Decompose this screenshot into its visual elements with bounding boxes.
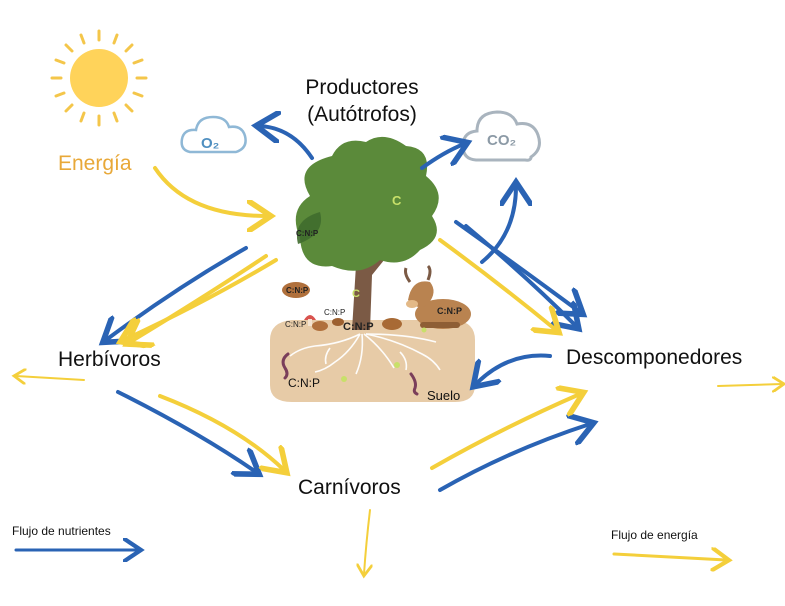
worm-icon [281, 352, 419, 396]
mushroom-icon [304, 315, 316, 326]
energy-label: Energía [58, 152, 132, 175]
co2-cloud-icon: CO₂ [461, 110, 541, 162]
nutrient-flow-arrows [14, 126, 590, 550]
legend-energy-flow: Flujo de energía [611, 528, 698, 542]
cnp-leaf-mark: C:N:P [296, 229, 319, 238]
soil-block [270, 320, 475, 402]
leaf-icon [296, 212, 322, 244]
carbon-trunk-mark: C [352, 288, 360, 300]
decomposers-label: Descomponedores [566, 346, 743, 369]
legend-nutrient-flow: Flujo de nutrientes [12, 524, 111, 538]
o2-label: O₂ [201, 135, 219, 152]
sun-icon [50, 29, 148, 127]
energy-flow-arrows [16, 166, 782, 574]
cnp-mushroom-mark: C:N:P [285, 320, 307, 329]
cnp-small-mark: C:N:P [324, 308, 346, 317]
cnp-tree-base-mark: C:N:P [343, 321, 374, 333]
co2-label: CO₂ [487, 132, 516, 149]
soil-carbon-marks [341, 327, 427, 382]
producers-title: Productores [305, 76, 419, 99]
cnp-soil-mark: C:N:P [288, 376, 321, 390]
soil-label: Suelo [427, 388, 461, 403]
cow-icon [404, 264, 471, 329]
roots [289, 333, 441, 375]
producers-label: Productores (Autótrofos) [300, 74, 424, 128]
carbon-tree-mark: C [392, 193, 402, 208]
tree-canopy [295, 136, 439, 271]
o2-cloud-icon: O₂ [180, 115, 247, 154]
producers-subtitle: (Autótrofos) [307, 103, 417, 126]
cnp-litter-mark: C:N:P [286, 286, 309, 295]
carnivores-label: Carnívoros [298, 476, 401, 499]
leaf-litter [282, 282, 402, 331]
herbivores-label: Herbívoros [58, 348, 161, 371]
cnp-cow-mark: C:N:P [437, 306, 462, 316]
